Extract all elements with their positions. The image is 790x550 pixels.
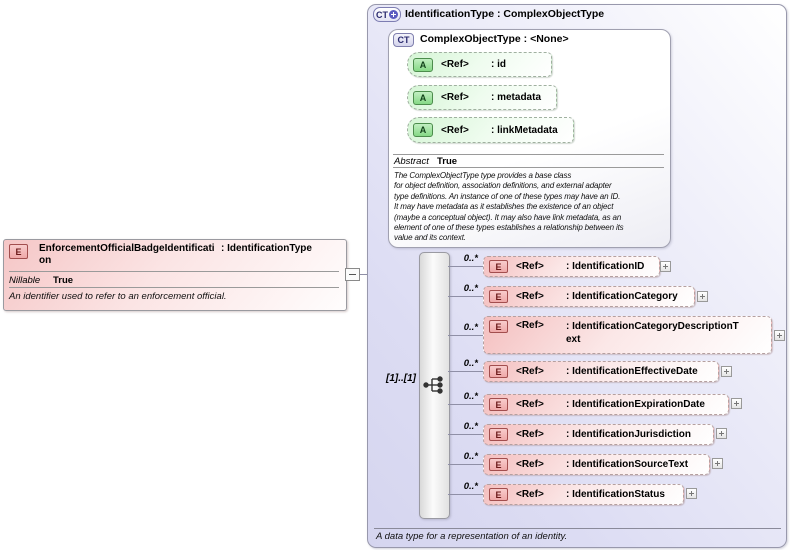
base-type-badge: CT	[393, 33, 414, 47]
attribute-row-id[interactable]: A <Ref> : id	[407, 52, 552, 77]
element-ref: <Ref>	[516, 261, 544, 272]
collapse-toggle-icon[interactable]	[345, 268, 360, 281]
type-box-title: IdentificationType : ComplexObjectType	[405, 8, 605, 20]
divider	[393, 154, 664, 155]
element-badge: E	[489, 260, 508, 273]
element-row-identificationcategory[interactable]: E <Ref> : IdentificationCategory	[483, 286, 695, 307]
occurs-label: 0..*	[463, 358, 478, 369]
nillable-value: True	[53, 275, 74, 286]
element-row-identificationeffectivedate[interactable]: E <Ref> : IdentificationEffectiveDate	[483, 361, 719, 382]
element-row-identificationsourcetext[interactable]: E <Ref> : IdentificationSourceText	[483, 454, 710, 475]
occurs-label: 0..*	[463, 481, 478, 492]
element-badge: E	[489, 428, 508, 441]
abstract-label: Abstract	[394, 156, 429, 167]
connector-line	[448, 266, 483, 267]
element-name: : IdentificationID	[566, 261, 645, 272]
element-ref: <Ref>	[516, 291, 544, 302]
base-type-description: The ComplexObjectType type provides a ba…	[394, 171, 624, 243]
element-ref: <Ref>	[516, 489, 544, 500]
element-ref: <Ref>	[516, 366, 544, 377]
element-badge: E	[489, 365, 508, 378]
attribute-row-metadata[interactable]: A <Ref> : metadata	[407, 85, 557, 110]
element-badge: E	[489, 488, 508, 501]
element-row-identificationstatus[interactable]: E <Ref> : IdentificationStatus	[483, 484, 684, 505]
occurs-label: 0..*	[463, 283, 478, 294]
element-ref: <Ref>	[516, 459, 544, 470]
attribute-ref: <Ref>	[441, 124, 469, 136]
attribute-name: : id	[491, 59, 506, 70]
connector-line	[448, 434, 483, 435]
element-name: : IdentificationEffectiveDate	[566, 366, 698, 377]
element-badge: E	[489, 290, 508, 303]
occurs-label: 0..*	[463, 451, 478, 462]
divider	[9, 271, 339, 272]
divider	[9, 287, 339, 288]
element-name: : IdentificationExpirationDate	[566, 399, 705, 410]
expand-toggle-icon[interactable]	[686, 488, 697, 499]
element-row-identificationcategorydescriptiontext[interactable]: E <Ref> : IdentificationCategoryDescript…	[483, 316, 772, 354]
element-ref: <Ref>	[516, 320, 544, 331]
element-badge: E	[9, 244, 28, 259]
connector-line	[448, 296, 483, 297]
element-badge: E	[489, 320, 508, 333]
occurs-label: 0..*	[463, 322, 478, 333]
expand-toggle-icon[interactable]	[721, 366, 732, 377]
element-ref: <Ref>	[516, 429, 544, 440]
attribute-name: : metadata	[491, 92, 542, 103]
nillable-label: Nillable	[9, 275, 41, 286]
element-row-identificationexpirationdate[interactable]: E <Ref> : IdentificationExpirationDate	[483, 394, 729, 415]
derivation-plus-icon	[389, 10, 398, 19]
occurs-label: 0..*	[463, 391, 478, 402]
element-title: EnforcementOfficialBadgeIdentification :…	[39, 243, 339, 267]
type-description: A data type for a representation of an i…	[376, 531, 568, 542]
expand-toggle-icon[interactable]	[697, 291, 708, 302]
attribute-name: : linkMetadata	[491, 124, 558, 136]
connector-line	[448, 494, 483, 495]
expand-toggle-icon[interactable]	[660, 261, 671, 272]
expand-toggle-icon[interactable]	[716, 428, 727, 439]
element-name: : IdentificationStatus	[566, 489, 665, 500]
connector-line	[448, 371, 483, 372]
connector-line	[448, 464, 483, 465]
attribute-badge: A	[413, 123, 433, 137]
element-box-enforcementofficialbadgeidentification[interactable]	[3, 239, 347, 311]
divider	[393, 167, 664, 168]
expand-toggle-icon[interactable]	[712, 458, 723, 469]
element-badge: E	[489, 398, 508, 411]
element-badge: E	[489, 458, 508, 471]
attribute-badge: A	[413, 90, 433, 105]
sequence-cardinality: [1]..[1]	[386, 373, 416, 384]
occurs-label: 0..*	[463, 421, 478, 432]
base-type-title: ComplexObjectType : <None>	[420, 33, 569, 45]
attribute-ref: <Ref>	[441, 59, 469, 70]
element-name: EnforcementOfficialBadgeIdentification	[39, 243, 215, 266]
attribute-ref: <Ref>	[441, 92, 469, 103]
attribute-row-linkmetadata[interactable]: A <Ref> : linkMetadata	[407, 117, 574, 143]
sequence-icon	[423, 376, 443, 394]
connector-line	[448, 335, 483, 336]
expand-toggle-icon[interactable]	[731, 398, 742, 409]
element-name: : IdentificationCategoryDescriptionText	[566, 321, 739, 345]
element-row-identificationjurisdiction[interactable]: E <Ref> : IdentificationJurisdiction	[483, 424, 714, 445]
element-type: : IdentificationType	[221, 243, 312, 254]
complex-type-badge: CT	[373, 7, 401, 22]
expand-toggle-icon[interactable]	[774, 330, 785, 341]
abstract-value: True	[437, 156, 458, 167]
element-name: : IdentificationSourceText	[566, 459, 689, 470]
element-name: : IdentificationCategory	[566, 291, 678, 302]
element-description: An identifier used to refer to an enforc…	[9, 291, 227, 302]
element-row-identificationid[interactable]: E <Ref> : IdentificationID	[483, 256, 660, 277]
element-name: : IdentificationJurisdiction	[566, 429, 692, 440]
occurs-label: 0..*	[463, 253, 478, 264]
attribute-badge: A	[413, 57, 433, 72]
divider	[374, 528, 781, 529]
ct-badge-label: CT	[376, 9, 388, 20]
connector-line	[448, 404, 483, 405]
element-ref: <Ref>	[516, 399, 544, 410]
